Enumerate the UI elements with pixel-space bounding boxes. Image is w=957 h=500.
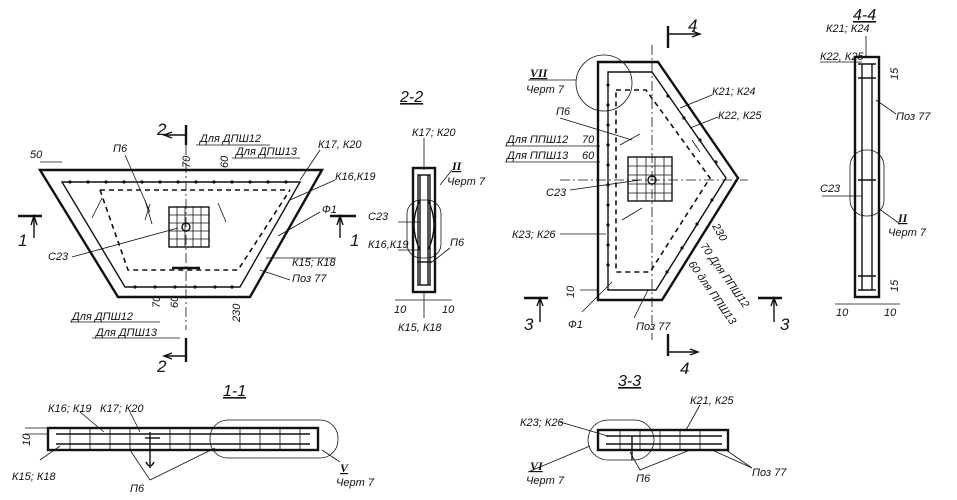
cut-3-left: 3 bbox=[524, 315, 534, 334]
trapezoid-dashed-rebar bbox=[99, 189, 291, 271]
dim-70-top: 70 bbox=[181, 155, 193, 168]
callout-vii: VII bbox=[530, 66, 549, 80]
chert7-vi: Черт 7 bbox=[526, 475, 565, 487]
label-dpsh12-bottom: Для ДПШ12 bbox=[70, 311, 133, 323]
section-3-3-outline bbox=[596, 428, 730, 452]
section-title-1-1: 1-1 bbox=[223, 383, 246, 400]
label-k22-k25-hex: К22, К25 bbox=[718, 110, 762, 122]
label-ppsh13: Для ППШ13 bbox=[505, 150, 569, 162]
section-4-4: 4-4 К21; К24 К22, К25 15 Поз 77 С23 II Ч… bbox=[820, 7, 931, 319]
label-k15-k18-s11: К15; К18 bbox=[12, 471, 56, 483]
label-dpsh13-top: Для ДПШ13 bbox=[234, 146, 298, 158]
label-k21-k24-hex: К21; К24 bbox=[712, 86, 756, 98]
dim-10-left-s22: 10 bbox=[394, 304, 407, 316]
dim-15-bottom-s44: 15 bbox=[889, 279, 901, 292]
section-2-2: 2-2 К17; К20 II Черт 7 С23 К16,К19 П6 10… bbox=[368, 89, 486, 334]
label-p6: П6 bbox=[113, 143, 128, 155]
dim-10-left-s44: 10 bbox=[836, 307, 849, 319]
label-p6-s11: П6 bbox=[130, 483, 145, 495]
label-p6-s22: П6 bbox=[450, 237, 465, 249]
cut-2-top: 2 bbox=[156, 120, 167, 139]
dim-70-bottom: 70 bbox=[151, 295, 163, 308]
label-k16-k19: К16,К19 bbox=[335, 171, 376, 183]
callout-ii-s44: II bbox=[897, 211, 909, 225]
section-title-4-4: 4-4 bbox=[853, 7, 876, 24]
label-p6-hex: П6 bbox=[556, 106, 571, 118]
trapezoid-outline bbox=[37, 168, 325, 299]
label-p6-s33: П6 bbox=[636, 473, 651, 485]
dim-10-right-s44: 10 bbox=[884, 307, 897, 319]
label-ppsh12: Для ППШ12 bbox=[505, 134, 568, 146]
label-c23-s22: С23 bbox=[368, 211, 389, 223]
hexagon-plan: VII Черт 7 4 4 3 3 П6 Для ППШ12 70 Для П… bbox=[505, 16, 790, 378]
label-dpsh12-top: Для ДПШ12 bbox=[198, 133, 261, 145]
label-f1: Ф1 bbox=[322, 204, 337, 216]
cut-1-right: 1 bbox=[350, 231, 359, 250]
label-k21-k24-s44: К21; К24 bbox=[826, 23, 870, 35]
label-k16-k19-s22: К16,К19 bbox=[368, 239, 409, 251]
label-poz77-s44: Поз 77 bbox=[896, 111, 931, 123]
chert7-s44: Черт 7 bbox=[888, 227, 927, 239]
label-poz77: Поз 77 bbox=[292, 273, 327, 285]
hex-center-mesh bbox=[627, 156, 673, 202]
section-2-2-outline bbox=[411, 166, 437, 294]
label-poz77-hex: Поз 77 bbox=[636, 321, 671, 333]
center-mesh bbox=[168, 206, 210, 248]
dim-230: 230 bbox=[231, 303, 243, 323]
dim-15-top-s44: 15 bbox=[889, 67, 901, 80]
label-k17-k20-s11: К17; К20 bbox=[100, 403, 144, 415]
label-k15-k18-s22: К15, К18 bbox=[398, 322, 442, 334]
dim-230-hex: 230 bbox=[709, 221, 730, 245]
dim-60-hex: 60 bbox=[582, 150, 595, 162]
trapezoid-plan: 1 1 2 2 50 70 60 70 60 230 П6 Для ДПШ12 … bbox=[18, 120, 376, 376]
cut-4-top: 4 bbox=[688, 16, 697, 35]
label-c23-hex: С23 bbox=[546, 187, 567, 199]
label-k21-k25-s33: К21, К25 bbox=[690, 395, 734, 407]
label-k17-k20: К17, К20 bbox=[318, 139, 362, 151]
dim-60-top: 60 bbox=[219, 155, 231, 168]
chert7-s22: Черт 7 bbox=[447, 176, 486, 188]
cut-2-bottom: 2 bbox=[156, 357, 167, 376]
cut-3-right: 3 bbox=[780, 315, 790, 334]
callout-v: V bbox=[340, 461, 349, 475]
label-k23-k26-s33: К23; К26 bbox=[520, 417, 564, 429]
dim-10-s11: 10 bbox=[21, 433, 33, 446]
label-k16-k19-s11: К16; К19 bbox=[48, 403, 92, 415]
section-title-3-3: 3-3 bbox=[618, 373, 641, 390]
label-k23-k26-hex: К23; К26 bbox=[512, 229, 556, 241]
hex-left-dots bbox=[606, 83, 718, 274]
section-1-1: 1-1 10 К16; К19 К17; К20 К15; К18 П6 V Ч… bbox=[12, 383, 375, 495]
section-1-1-outline bbox=[46, 426, 320, 452]
chert7-vii: Черт 7 bbox=[526, 84, 565, 96]
callout-vi: VI bbox=[530, 459, 544, 473]
chert7-v: Черт 7 bbox=[336, 477, 375, 489]
dim-10-hex: 10 bbox=[565, 285, 577, 298]
label-f1-hex: Ф1 bbox=[568, 319, 583, 331]
callout-ii-s22: II bbox=[451, 159, 463, 173]
dim-70-hex: 70 bbox=[582, 134, 595, 146]
label-k15-k18: К15; К18 bbox=[292, 257, 336, 269]
dim-60-bottom: 60 bbox=[169, 295, 181, 308]
cut-4-bottom: 4 bbox=[680, 359, 689, 378]
label-c23: С23 bbox=[48, 251, 69, 263]
cut-1-left: 1 bbox=[18, 231, 27, 250]
top-dots bbox=[68, 180, 288, 289]
section-4-4-outline bbox=[853, 55, 881, 299]
hexagon-outline bbox=[596, 60, 740, 302]
dim-50: 50 bbox=[30, 149, 43, 161]
label-k22-k25-s44: К22, К25 bbox=[820, 51, 864, 63]
section-title-2-2: 2-2 bbox=[399, 89, 423, 106]
trapezoid-inner-rebar bbox=[60, 181, 302, 288]
label-dpsh13-bottom: Для ДПШ13 bbox=[94, 327, 158, 339]
label-poz77-s33: Поз 77 bbox=[752, 467, 787, 479]
label-k17-k20-s22: К17; К20 bbox=[412, 127, 456, 139]
label-c23-s44: С23 bbox=[820, 183, 841, 195]
section-3-3: 3-3 К23; К26 К21, К25 VI Черт 7 П6 Поз 7… bbox=[520, 373, 787, 487]
dim-10-right-s22: 10 bbox=[442, 304, 455, 316]
